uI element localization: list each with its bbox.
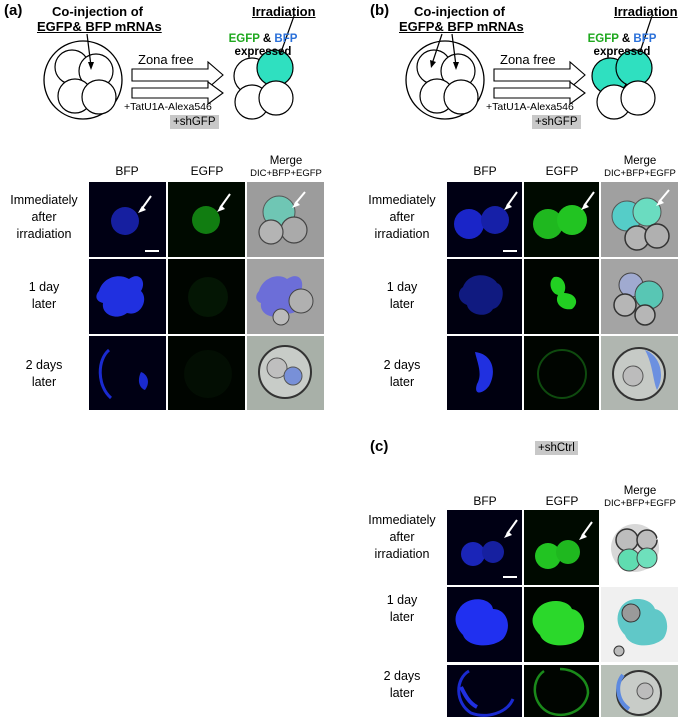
block-arrow	[493, 80, 586, 106]
micrograph-merge-immediate	[601, 182, 678, 257]
micrograph-merge-2days	[247, 336, 324, 410]
col-header-egfp: EGFP	[190, 164, 224, 178]
micrograph-merge-2days	[601, 336, 678, 410]
expressed-label: EGFP & BFP expressed	[587, 33, 657, 58]
injection-arrow	[86, 33, 92, 67]
injection-arrow	[431, 33, 443, 65]
zona-circle	[405, 40, 485, 120]
col-header-egfp: EGFP	[545, 164, 579, 178]
shctrl-badge: +shCtrl	[535, 441, 578, 455]
micrograph-merge-2days	[601, 665, 678, 717]
coinjection-mrnas: EGFP& BFP mRNAs	[399, 19, 524, 34]
block-arrow	[493, 60, 586, 90]
panel-b-label: (b)	[370, 2, 390, 19]
micrograph-merge-immediate	[601, 510, 678, 585]
micrograph-bfp-immediate	[447, 182, 522, 257]
coinjection-title: Co-injection of	[414, 4, 505, 19]
irradiation-title: Irradiation	[614, 4, 678, 19]
tat-label: +TatU1A-Alexa546	[124, 101, 212, 113]
micrograph-egfp-immediate	[524, 510, 599, 585]
micrograph-bfp-2days	[447, 665, 522, 717]
blastomere	[620, 80, 656, 116]
block-arrow	[131, 60, 224, 90]
blastomere	[81, 79, 117, 115]
block-arrow	[131, 80, 224, 106]
micrograph-merge-immediate	[247, 182, 324, 257]
blastomere	[443, 79, 479, 115]
micrograph-bfp-1day	[89, 259, 166, 334]
panel-b-schematic	[405, 15, 656, 120]
micrograph-bfp-1day	[447, 259, 522, 334]
coinjection-mrnas: EGFP& BFP mRNAs	[37, 19, 162, 34]
micrograph-egfp-1day	[524, 259, 599, 334]
micrograph-egfp-1day	[168, 259, 245, 334]
micrograph-egfp-2days	[168, 336, 245, 410]
panel-a-schematic	[43, 15, 295, 120]
col-header-bfp: BFP	[473, 164, 497, 178]
micrograph-egfp-1day	[524, 587, 599, 662]
micrograph-egfp-immediate	[524, 182, 599, 257]
col-header-egfp: EGFP	[545, 494, 579, 508]
irradiation-arrow	[279, 15, 295, 56]
coinjection-title: Co-injection of	[52, 4, 143, 19]
micrograph-bfp-2days	[447, 336, 522, 410]
micrograph-bfp-2days	[89, 336, 166, 410]
col-header-bfp: BFP	[115, 164, 139, 178]
shgfp-badge: +shGFP	[532, 115, 581, 129]
zona-circle	[43, 40, 123, 120]
panel-c-label: (c)	[370, 438, 389, 455]
blastomere	[258, 80, 294, 116]
zona-free-label: Zona free	[138, 52, 194, 67]
shgfp-badge: +shGFP	[170, 115, 219, 129]
micrograph-egfp-2days	[524, 336, 599, 410]
irradiation-title: Irradiation	[252, 4, 316, 19]
micrograph-egfp-2days	[524, 665, 599, 717]
micrograph-egfp-immediate	[168, 182, 245, 257]
micrograph-merge-1day	[247, 259, 324, 334]
irradiation-arrow	[639, 15, 653, 53]
micrograph-merge-1day	[601, 259, 678, 334]
zona-free-label: Zona free	[500, 52, 556, 67]
micrograph-bfp-immediate	[447, 510, 522, 585]
col-header-bfp: BFP	[473, 494, 497, 508]
expressed-label: EGFP & BFP expressed	[228, 33, 298, 58]
micrograph-bfp-immediate	[89, 182, 166, 257]
tat-label: +TatU1A-Alexa546	[486, 101, 574, 113]
micrograph-merge-1day	[601, 587, 678, 662]
panel-a-label: (a)	[4, 2, 23, 19]
injection-arrow	[451, 33, 457, 67]
micrograph-bfp-1day	[447, 587, 522, 662]
